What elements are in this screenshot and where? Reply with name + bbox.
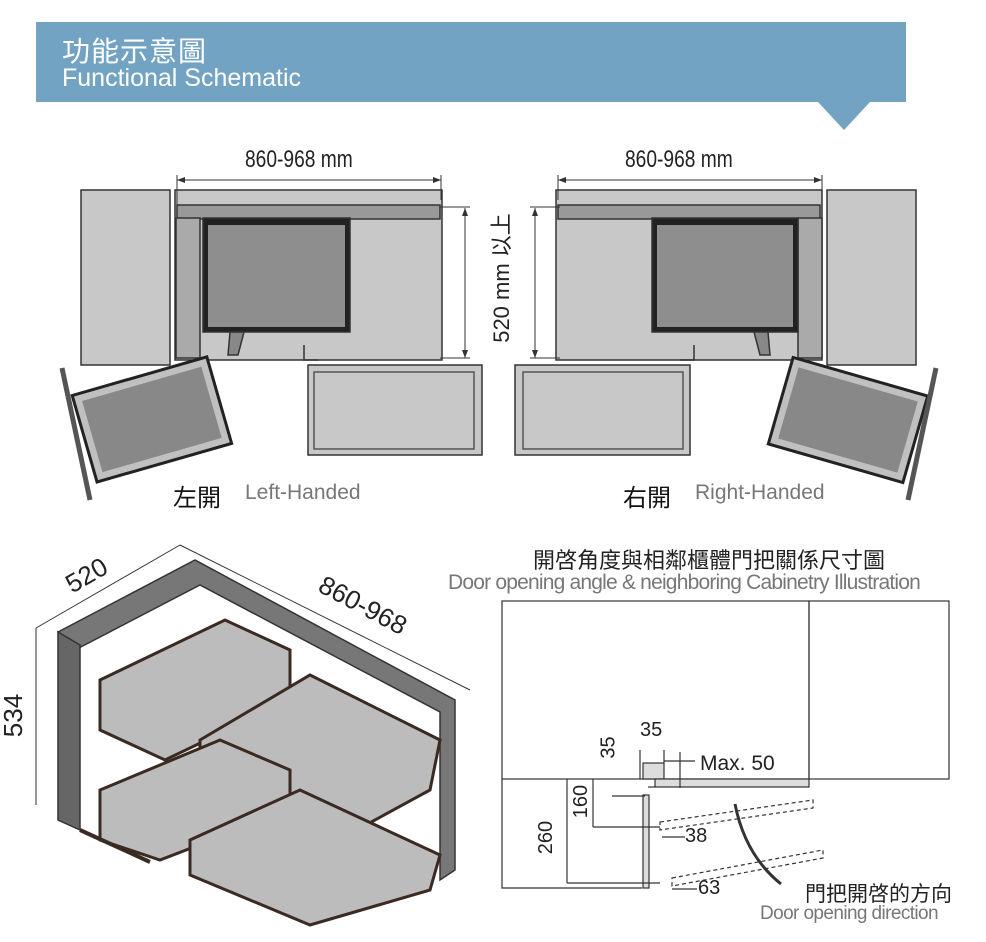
dim-max-50: Max. 50 [700,752,775,775]
right-handed-diagram [514,175,939,501]
left-handed-label-zh: 左開 [173,485,221,512]
dim-63: 63 [698,877,721,899]
direction-label-zh: 門把開啓的方向 [805,883,952,906]
clearance-diagram [501,600,950,890]
dim-160: 160 [570,784,593,819]
dim-38: 38 [685,825,708,847]
left-handed-diagram [59,175,483,501]
isometric-basket-view [35,544,471,927]
left-width-dimension: 860-968 mm [245,146,353,173]
header-title-zh: 功能示意圖 [62,36,208,67]
left-handed-label-en: Left-Handed [245,481,361,504]
iso-height-label: 534 [0,693,29,738]
dim-35-vertical: 35 [597,736,620,759]
clearance-title-zh: 開啓角度與相鄰櫃體門把關係尺寸圖 [533,548,886,573]
right-width-dimension: 860-968 mm [625,146,733,173]
header-title-en: Functional Schematic [62,64,302,92]
dim-260: 260 [535,820,558,855]
dim-35-horizontal: 35 [640,719,663,741]
right-handed-label-zh: 右開 [623,485,671,512]
direction-label-en: Door opening direction [760,903,939,924]
clearance-title-en: Door opening angle & neighboring Cabinet… [448,571,921,594]
header-banner [36,22,906,102]
height-dimension: 520 mm 以上 [489,213,514,343]
right-handed-label-en: Right-Handed [695,481,825,504]
banner-pointer [818,102,870,130]
